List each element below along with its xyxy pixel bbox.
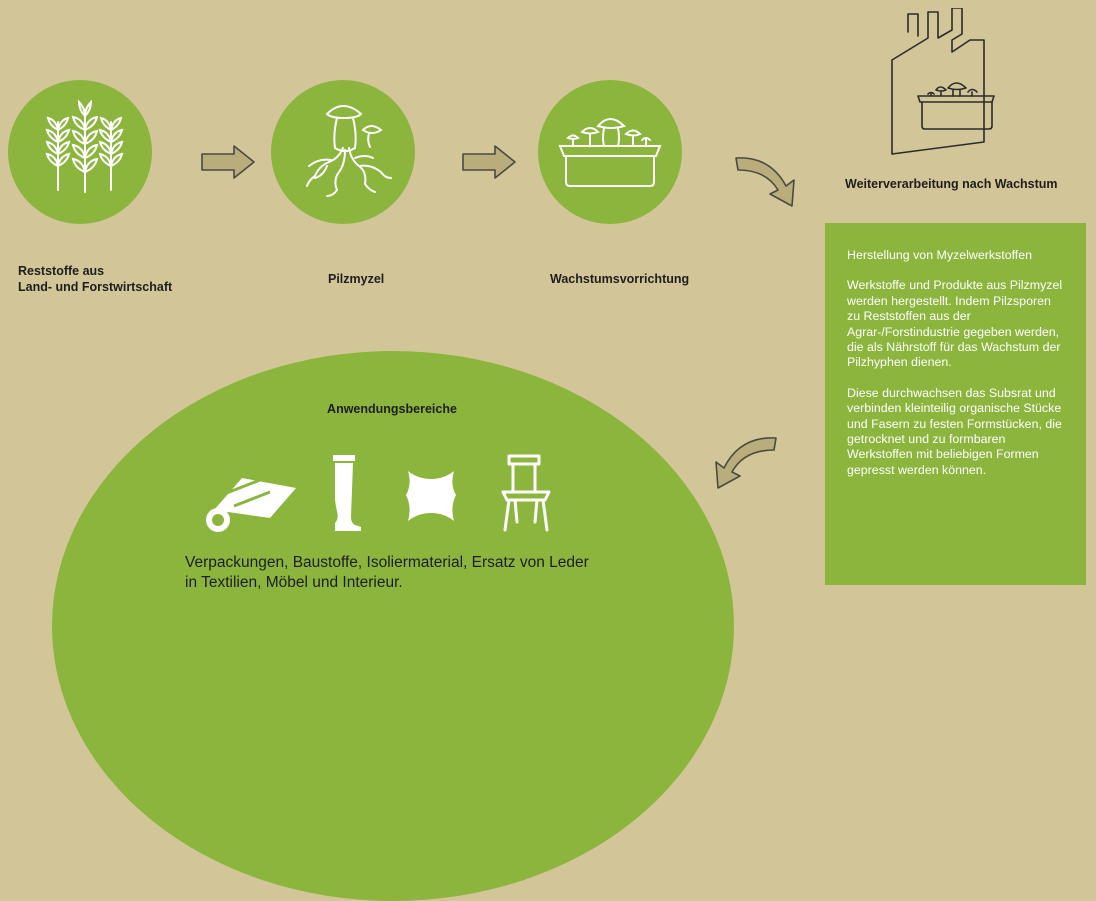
factory-label: Weiterverarbeitung nach Wachstum: [845, 177, 1058, 191]
arrow-curved-back: [715, 437, 777, 489]
step-label-reststoffe: Reststoffe aus Land- und Forstwirtschaft: [18, 264, 173, 294]
step-label-pilzmyzel: Pilzmyzel: [328, 272, 385, 286]
info-paragraph-2: Diese durchwachsen das Subsrat und verbi…: [847, 385, 1062, 477]
info-box: Herstellung von Myzelwerkstoffen Werksto…: [825, 223, 1086, 585]
step-circle-reststoffe: [8, 80, 152, 224]
applications-dome: [52, 351, 734, 901]
arrow-curved-down: [735, 157, 795, 207]
mushroom-mycelium-icon: [306, 105, 392, 197]
step-circle-pilzmyzel: [271, 80, 415, 224]
applications-text: Verpackungen, Baustoffe, Isoliermaterial…: [185, 554, 589, 591]
leather-hide-icon: [406, 471, 456, 521]
info-paragraph-1: Werkstoffe und Produkte aus Pilzmyzel we…: [847, 278, 1063, 370]
boot-icon: [333, 455, 361, 531]
factory-icon: [891, 8, 995, 155]
chair-icon: [501, 454, 551, 532]
wheat-icon: [45, 99, 124, 193]
packaging-rolls-icon: [206, 478, 296, 532]
step-circle-wachstumsvorrichtung: [538, 80, 682, 224]
arrow-right-2: [462, 145, 516, 179]
applications-title: Anwendungsbereiche: [327, 402, 457, 416]
arrow-right-1: [201, 145, 255, 179]
growth-container-icon: [558, 118, 662, 187]
step-label-wachstumsvorrichtung: Wachstumsvorrichtung: [550, 272, 690, 286]
info-title: Herstellung von Myzelwerkstoffen: [847, 248, 1033, 262]
